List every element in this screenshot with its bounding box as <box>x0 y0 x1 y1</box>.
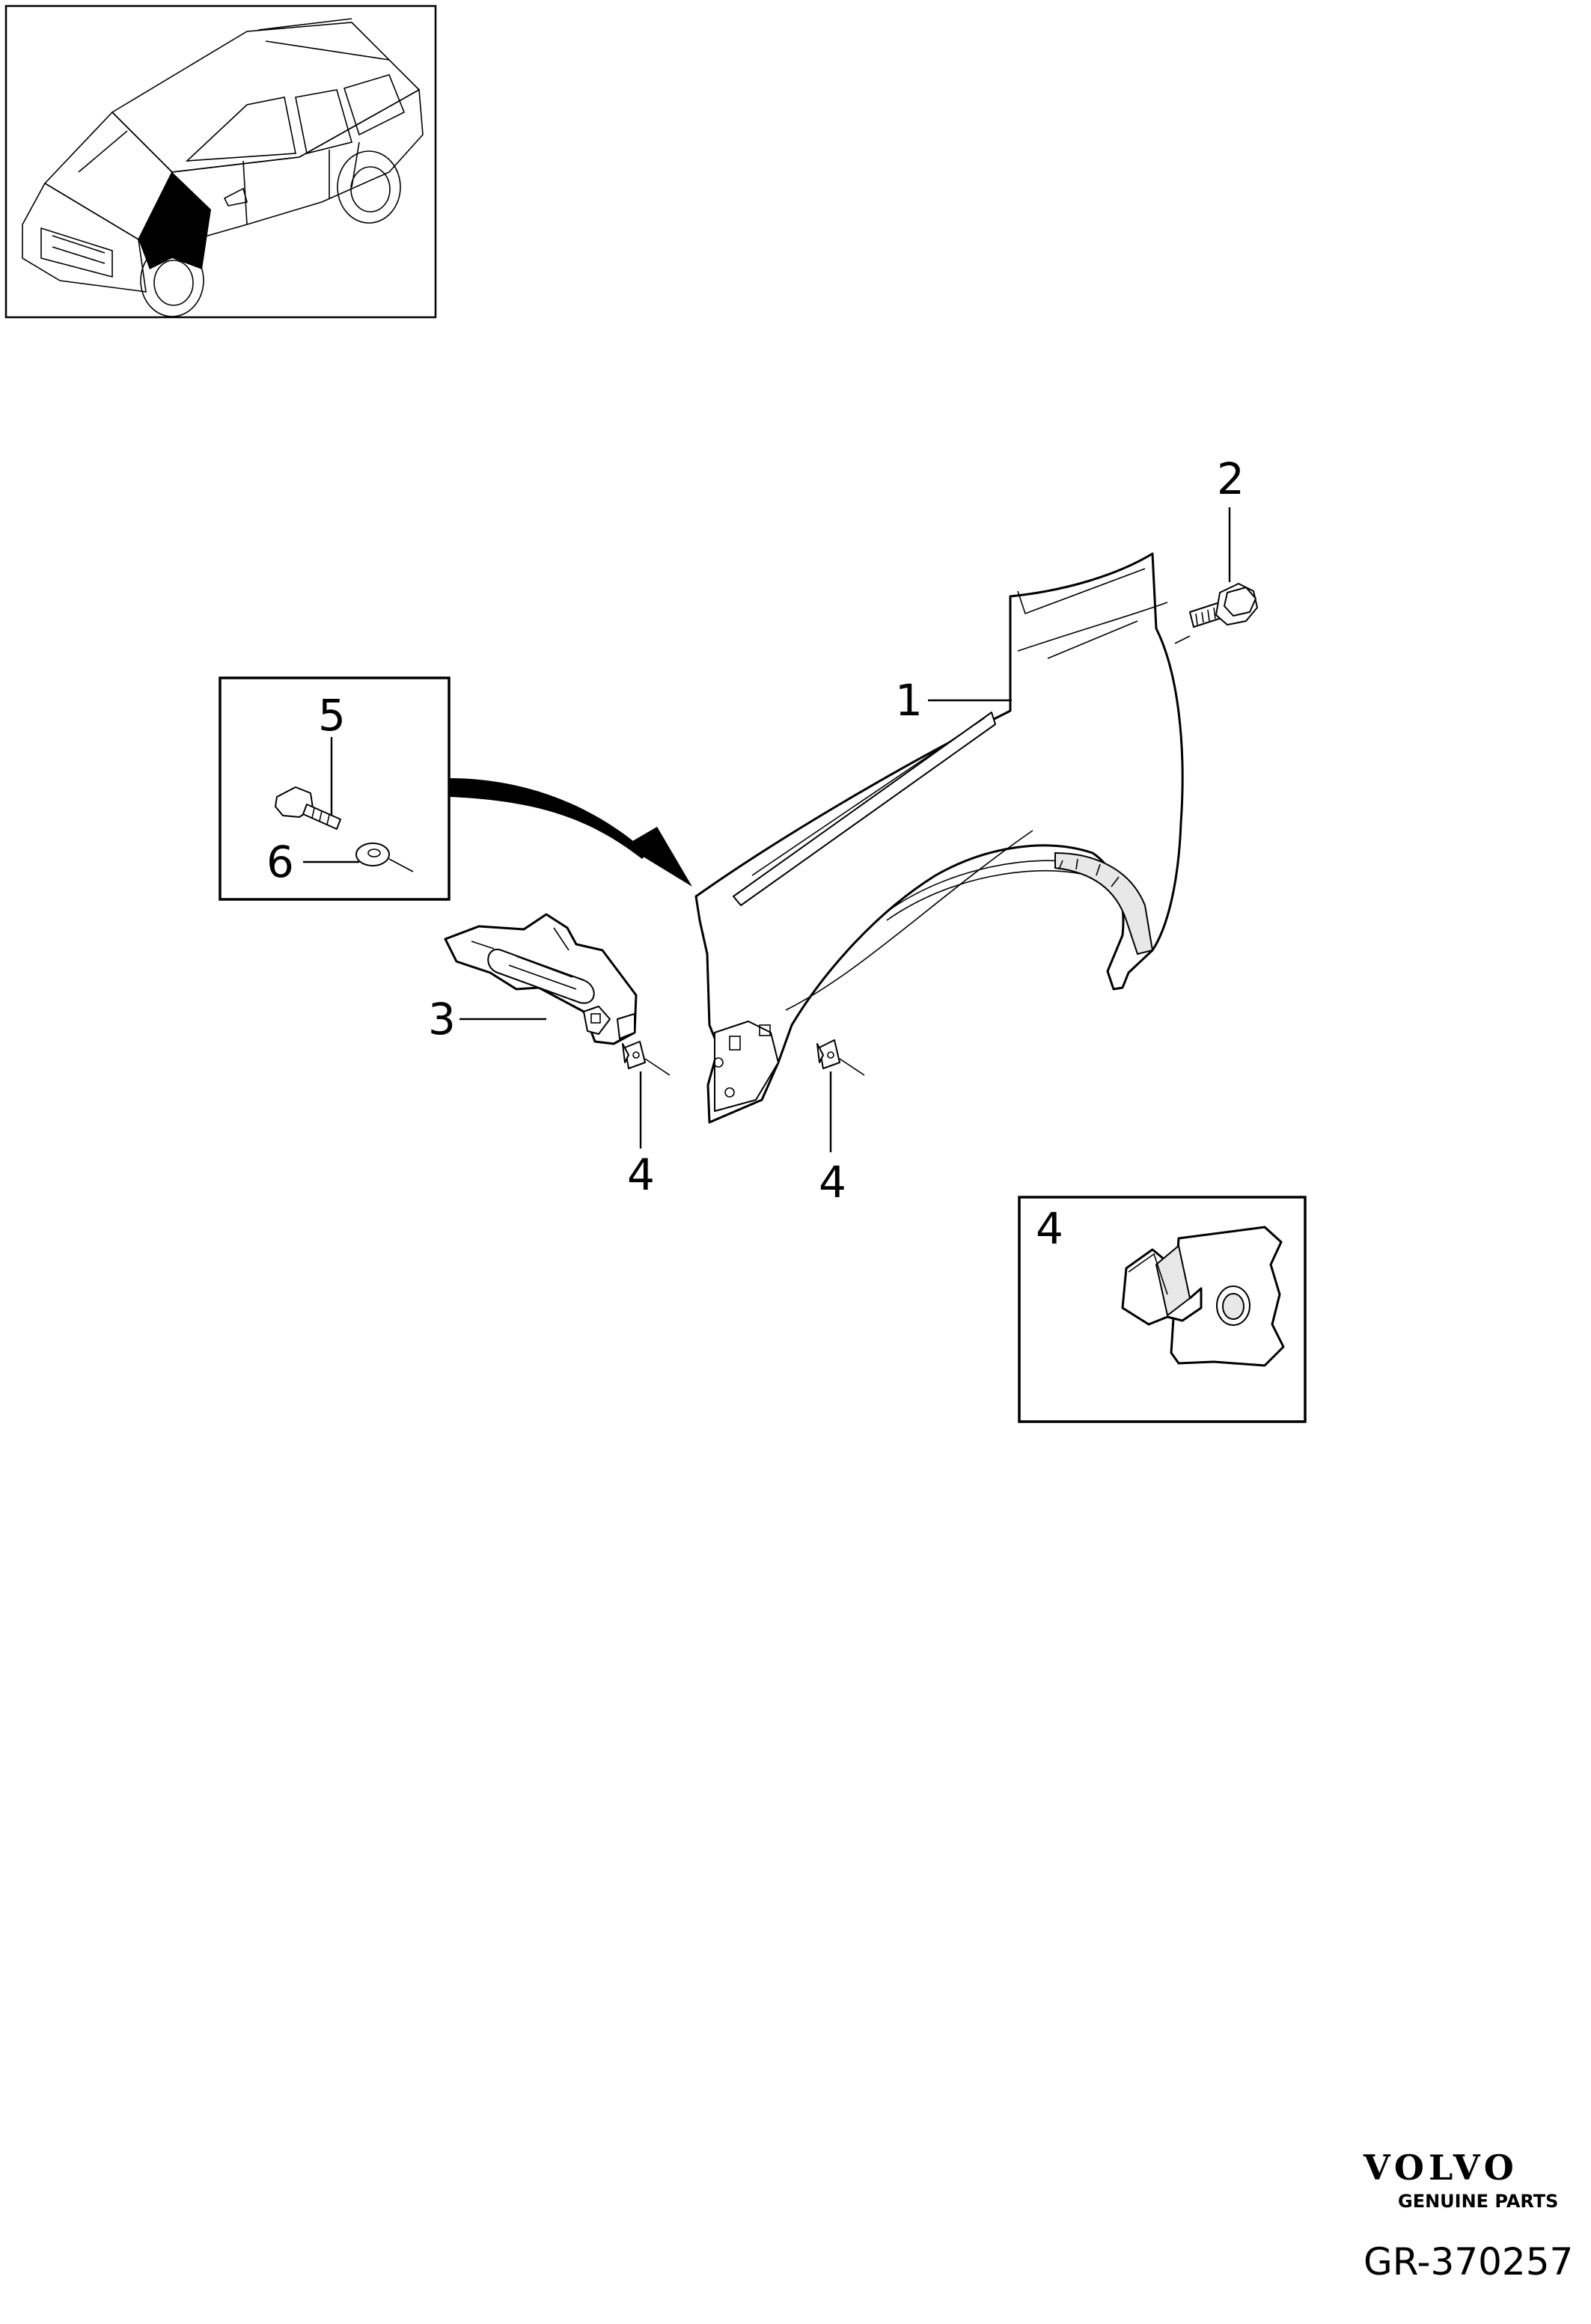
screw-icon <box>275 786 341 830</box>
washer-icon <box>355 843 414 872</box>
callout-5: 5 <box>318 690 346 741</box>
bracket-icon <box>444 913 638 1045</box>
callout-3: 3 <box>428 994 456 1045</box>
fender-panel-icon <box>694 552 1184 1124</box>
callout-1: 1 <box>895 675 923 726</box>
leader-lines <box>303 507 1231 1152</box>
clip-nut-detail-icon <box>1121 1226 1285 1367</box>
highlighted-fender <box>138 172 211 269</box>
bolt-icon <box>1174 583 1258 644</box>
diagram-reference: GR-370257 <box>1364 2240 1573 2284</box>
brand-logo: VOLVO <box>1363 2147 1518 2188</box>
footer: VOLVO GENUINE PARTS GR-370257 <box>1363 2147 1573 2284</box>
callout-6: 6 <box>266 837 294 887</box>
clip-detail-inset <box>1018 1196 1307 1423</box>
brand-tagline: GENUINE PARTS <box>1398 2191 1558 2212</box>
callout-4-detail: 4 <box>1036 1203 1063 1254</box>
car-overview-icon <box>22 18 424 317</box>
vehicle-thumbnail <box>4 4 437 319</box>
arrow-icon <box>449 778 692 887</box>
callout-4-right: 4 <box>819 1157 846 1208</box>
callout-2: 2 <box>1217 453 1245 504</box>
callout-4-left: 4 <box>627 1149 655 1200</box>
clip-nut-icon <box>622 1039 865 1076</box>
